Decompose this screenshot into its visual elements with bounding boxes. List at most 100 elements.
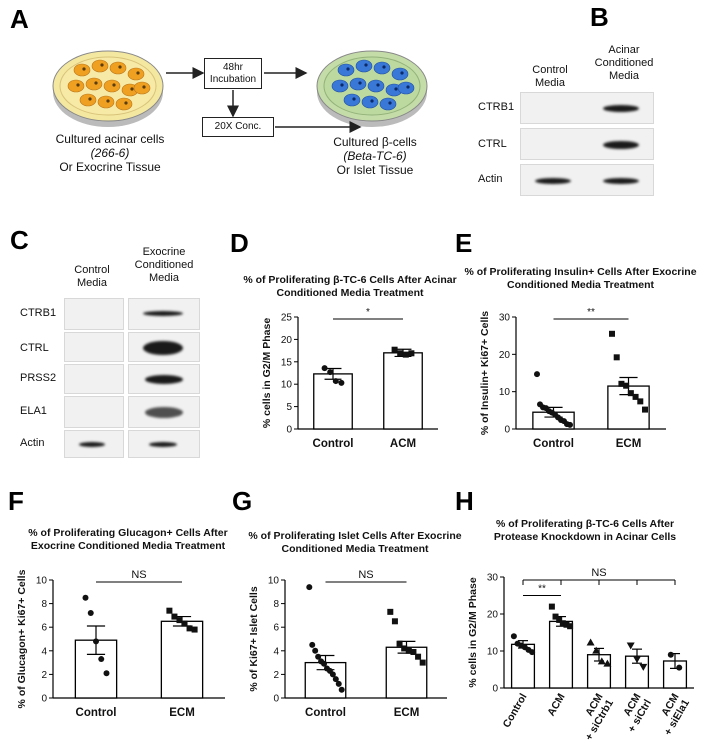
- blot-c-ctrl-ctrl: [64, 332, 124, 362]
- nucleus-icon: [388, 101, 392, 105]
- panel-letter-d: D: [230, 228, 249, 258]
- data-point: [387, 608, 394, 615]
- data-point: [332, 378, 339, 385]
- data-point: [405, 647, 412, 654]
- nucleus-icon: [76, 83, 80, 87]
- beta-cell-icon: [337, 63, 355, 77]
- significance-label: **: [538, 584, 546, 595]
- nucleus-icon: [118, 65, 122, 69]
- y-tick-label: 5: [286, 402, 292, 413]
- beta-caption-line1: Cultured β-cells: [333, 135, 417, 149]
- data-point: [408, 350, 415, 357]
- data-point: [510, 633, 517, 640]
- data-point: [166, 607, 173, 614]
- data-point: [396, 640, 403, 647]
- data-point: [93, 638, 99, 645]
- blot-b-strip-actin: [520, 164, 654, 196]
- nucleus-icon: [130, 87, 134, 91]
- y-tick-label: 15: [281, 357, 293, 368]
- acinar-cell-icon: [133, 81, 151, 95]
- beta-cell-icon: [343, 93, 361, 107]
- nucleus-icon: [340, 83, 344, 87]
- data-point: [315, 653, 322, 660]
- data-point: [321, 660, 328, 667]
- chart-e-title: % of Proliferating Insulin+ Cells After …: [464, 266, 697, 291]
- beta-cell-icon: [379, 97, 397, 111]
- acinar-cells-icon: [67, 59, 151, 111]
- y-tick-label: 10: [281, 380, 293, 391]
- y-tick-label: 20: [487, 610, 499, 621]
- nucleus-icon: [370, 99, 374, 103]
- data-point: [563, 621, 570, 628]
- y-axis-label: % cells in G2/M Phase: [467, 577, 479, 687]
- blot-c-row-ctrl: CTRL: [20, 342, 49, 354]
- blot-b-strip-ctrl: [520, 128, 654, 160]
- data-point: [401, 645, 408, 652]
- concentration-box: 20X Conc.: [202, 117, 274, 137]
- data-point: [548, 603, 555, 610]
- beta-cell-icon: [397, 81, 415, 95]
- blot-b-col-acinar: Acinar Conditioned Media: [594, 44, 654, 82]
- panel-letter-h: H: [455, 486, 474, 516]
- data-point: [181, 620, 188, 627]
- beta-caption: Cultured β-cells (Beta-TC-6) Or Islet Ti…: [285, 135, 465, 177]
- data-point: [186, 625, 193, 632]
- significance-label: **: [587, 307, 595, 318]
- data-point: [623, 382, 630, 389]
- nucleus-icon: [82, 67, 86, 71]
- blot-c-ecm-ela1: [128, 396, 200, 428]
- y-tick-label: 6: [273, 623, 279, 634]
- beta-caption-line2: (Beta-TC-6): [343, 149, 407, 163]
- panel-letter-e: E: [455, 228, 473, 258]
- blot-b-strip-ctrb1: [520, 92, 654, 124]
- blot-b-row-ctrb1: CTRB1: [478, 101, 515, 113]
- acinar-cell-icon: [97, 95, 115, 109]
- x-tick-label: Control: [305, 707, 346, 719]
- x-tick-label: ACM+ siCtrb1: [573, 691, 617, 740]
- blot-c-ctrl-ctrb1: [64, 298, 124, 330]
- data-point: [632, 393, 639, 400]
- acinar-cell-icon: [85, 77, 103, 91]
- y-tick-label: 10: [36, 576, 48, 587]
- data-point: [309, 641, 316, 648]
- nucleus-icon: [124, 101, 128, 105]
- beta-cell-icon: [367, 79, 385, 93]
- acinar-cell-icon: [127, 67, 145, 81]
- y-tick-label: 0: [286, 425, 292, 436]
- data-point: [176, 617, 183, 624]
- chart-d-title: % of Proliferating β-TC-6 Cells After Ac…: [243, 274, 457, 299]
- chart-g-title: % of Proliferating Islet Cells After Exo…: [248, 530, 462, 555]
- y-tick-label: 10: [268, 576, 280, 587]
- nucleus-icon: [394, 87, 398, 91]
- data-point: [391, 346, 398, 353]
- x-tick-label: Control: [501, 691, 530, 729]
- data-point: [335, 680, 342, 687]
- data-point: [415, 653, 422, 660]
- nucleus-icon: [382, 65, 386, 69]
- y-tick-label: 30: [487, 573, 499, 584]
- chart-h-title: % of Proliferating β-TC-6 Cells After Pr…: [493, 518, 677, 543]
- blot-c-row-ela1: ELA1: [20, 405, 47, 417]
- significance-label: *: [366, 307, 370, 318]
- acinar-caption-line1: Cultured acinar cells: [55, 132, 165, 146]
- nucleus-icon: [364, 63, 368, 67]
- nucleus-icon: [352, 97, 356, 101]
- y-tick-label: 4: [273, 646, 279, 657]
- beta-caption-line3: Or Islet Tissue: [336, 163, 414, 177]
- data-point: [552, 613, 559, 620]
- bar: [383, 352, 423, 430]
- data-point: [329, 671, 336, 678]
- x-tick-label: ECM: [394, 707, 420, 719]
- beta-cell-icon: [373, 61, 391, 75]
- x-tick-label: ACM+ siEla1: [652, 691, 693, 737]
- y-tick-label: 0: [492, 684, 498, 695]
- data-point: [613, 354, 620, 361]
- bar: [548, 620, 574, 689]
- data-point: [306, 584, 313, 591]
- significance-label: NS: [131, 569, 146, 581]
- beta-cell-icon: [391, 67, 409, 81]
- blot-c-row-prss2: PRSS2: [20, 372, 57, 384]
- blot-c-row-actin: Actin: [20, 437, 45, 449]
